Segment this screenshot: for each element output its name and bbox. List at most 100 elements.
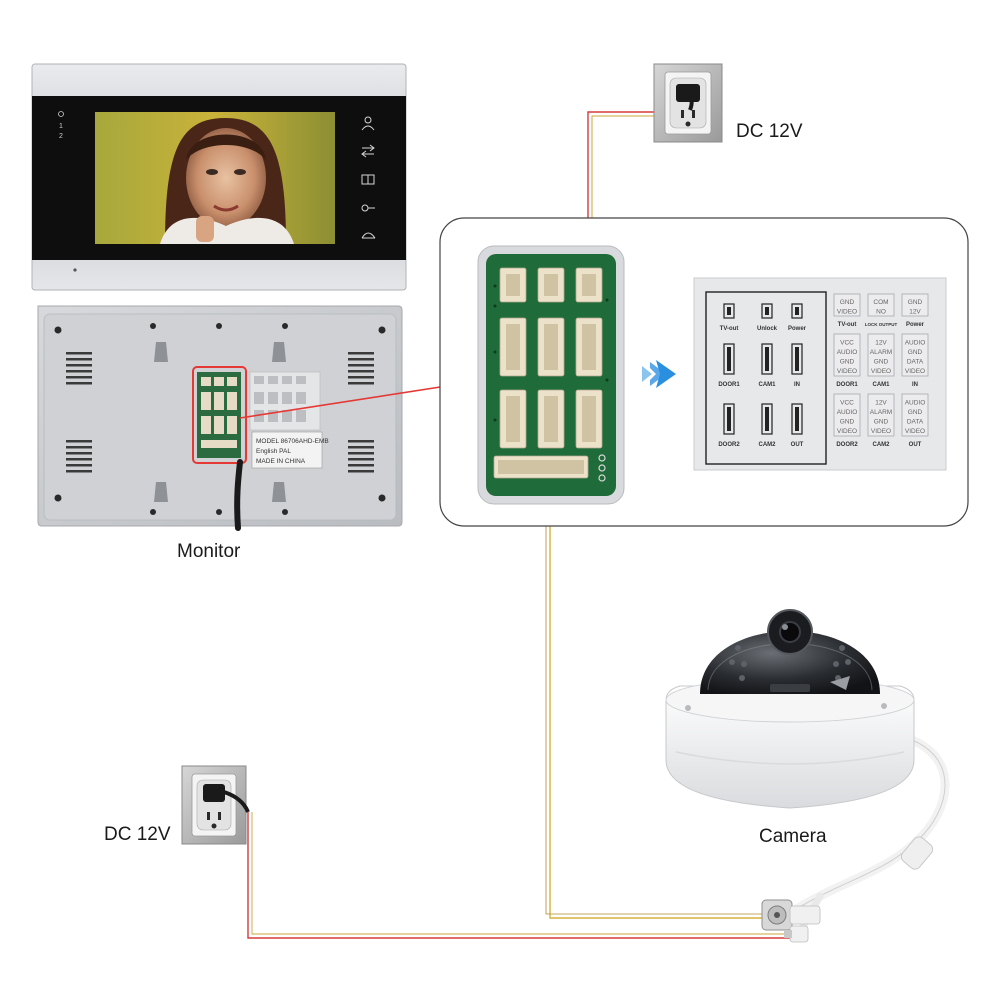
port-cell-text: VCC <box>840 340 854 347</box>
port-pictogram-pins <box>795 407 799 431</box>
port-cell-text: GND <box>908 409 923 416</box>
port-label-left: TV-out <box>720 326 739 332</box>
dc-12v-label-bottom: DC 12V <box>104 824 171 845</box>
port-label-right: TV-out <box>838 322 857 328</box>
port-label-left: Unlock <box>757 326 778 332</box>
port-label-right: DOOR1 <box>836 382 858 388</box>
sticker-origin: MADE IN CHINA <box>256 458 306 465</box>
port-pictogram-pins <box>765 347 769 371</box>
port-cell-text: 12V <box>875 340 887 347</box>
port-cell-text: NO <box>876 308 886 315</box>
port-pictogram-pins <box>795 307 799 315</box>
port-cell-text: VIDEO <box>871 428 891 435</box>
port-cell-text: AUDIO <box>837 409 858 416</box>
port-pictogram <box>723 403 735 435</box>
port-cell-text: VIDEO <box>837 368 857 375</box>
port-label-left: DOOR1 <box>718 382 740 388</box>
port-pictogram-pins <box>765 307 769 315</box>
port-cell-text: 12V <box>875 400 887 407</box>
port-cell-text: GND <box>840 359 855 366</box>
phone-icon <box>361 232 376 239</box>
monitor-cable <box>234 459 243 531</box>
port-label-left: Power <box>788 326 807 332</box>
port-pictogram <box>761 343 773 375</box>
power-outlet-top <box>653 63 723 143</box>
port-label-left: DOOR2 <box>718 442 740 448</box>
port-cell <box>901 333 929 377</box>
port-cell <box>833 333 861 377</box>
port-label-left: OUT <box>791 442 804 448</box>
video-wire-shield <box>545 490 772 915</box>
port-cell-text: ALARM <box>870 349 892 356</box>
person-icon <box>361 116 375 131</box>
port-cell-text: VIDEO <box>837 428 857 435</box>
port-cell <box>901 293 929 317</box>
power-outlet-bottom <box>181 765 250 845</box>
port-cell <box>867 293 895 317</box>
port-label-right: LOCK OUTPUT <box>865 322 898 327</box>
port-pictogram-pins <box>727 347 731 371</box>
port-label-right: Power <box>906 322 925 328</box>
vent-left-bottom <box>66 440 92 473</box>
transfer-icon <box>361 144 375 158</box>
port-cell <box>833 293 861 317</box>
port-pictogram-pins <box>727 407 731 431</box>
port-label-right: CAM1 <box>872 382 890 388</box>
video-wire <box>549 490 772 919</box>
port-pictogram-pins <box>795 347 799 371</box>
port-cell <box>901 393 929 437</box>
port-label-left: CAM1 <box>758 382 776 388</box>
indicator-1: 1 <box>59 123 63 130</box>
port-label-right: CAM2 <box>872 442 890 448</box>
port-pictogram <box>791 343 803 375</box>
port-pictogram-pins <box>727 307 731 315</box>
port-pictogram <box>791 303 803 319</box>
port-pictogram <box>723 303 735 319</box>
port-cell <box>833 393 861 437</box>
vent-left-top <box>66 352 92 385</box>
port-cell-text: VIDEO <box>905 428 925 435</box>
port-cell-text: VIDEO <box>905 368 925 375</box>
monitor-back: MODEL 86706AHD-EMB English PAL MADE IN C… <box>37 305 403 531</box>
port-cell-text: COM <box>873 299 888 306</box>
port-cell-text: GND <box>840 419 855 426</box>
port-pictogram <box>761 403 773 435</box>
port-pictogram-pins <box>765 407 769 431</box>
port-cell-text: GND <box>908 349 923 356</box>
monitor-front: 1 2 <box>31 63 407 291</box>
port-label-left: CAM2 <box>758 442 776 448</box>
port-cell-text: GND <box>874 419 889 426</box>
port-cell-text: GND <box>874 359 889 366</box>
port-cell-text: DATA <box>907 359 924 366</box>
port-cell-text: VCC <box>840 400 854 407</box>
connector-pcb <box>477 245 625 505</box>
port-cell-text: VIDEO <box>871 368 891 375</box>
port-pictogram <box>791 403 803 435</box>
sticker-model: MODEL 86706AHD-EMB <box>256 438 329 445</box>
port-cell-text: AUDIO <box>905 340 926 347</box>
camera-label: Camera <box>759 826 827 847</box>
port-label-left: IN <box>794 382 800 388</box>
port-cell-text: DATA <box>907 419 924 426</box>
model-sticker <box>251 431 323 469</box>
vent-right-bottom <box>348 440 374 473</box>
port-cell <box>867 333 895 377</box>
monitor-icon <box>361 174 375 185</box>
port-label-right: IN <box>912 382 918 388</box>
port-label-right: OUT <box>909 442 922 448</box>
port-pictogram <box>761 303 773 319</box>
dome-camera <box>665 609 950 943</box>
port-cell <box>867 393 895 437</box>
monitor-label: Monitor <box>177 541 241 562</box>
dc-power-plug <box>784 925 809 943</box>
connector-highlight-box <box>192 366 247 464</box>
port-cell-text: AUDIO <box>837 349 858 356</box>
port-pictogram <box>723 343 735 375</box>
port-cell-text: GND <box>908 299 923 306</box>
key-icon <box>361 204 375 212</box>
dc-12v-label-top: DC 12V <box>736 121 803 142</box>
vent-right-top <box>348 352 374 385</box>
port-cell-text: ALARM <box>870 409 892 416</box>
port-cell-text: GND <box>840 299 855 306</box>
